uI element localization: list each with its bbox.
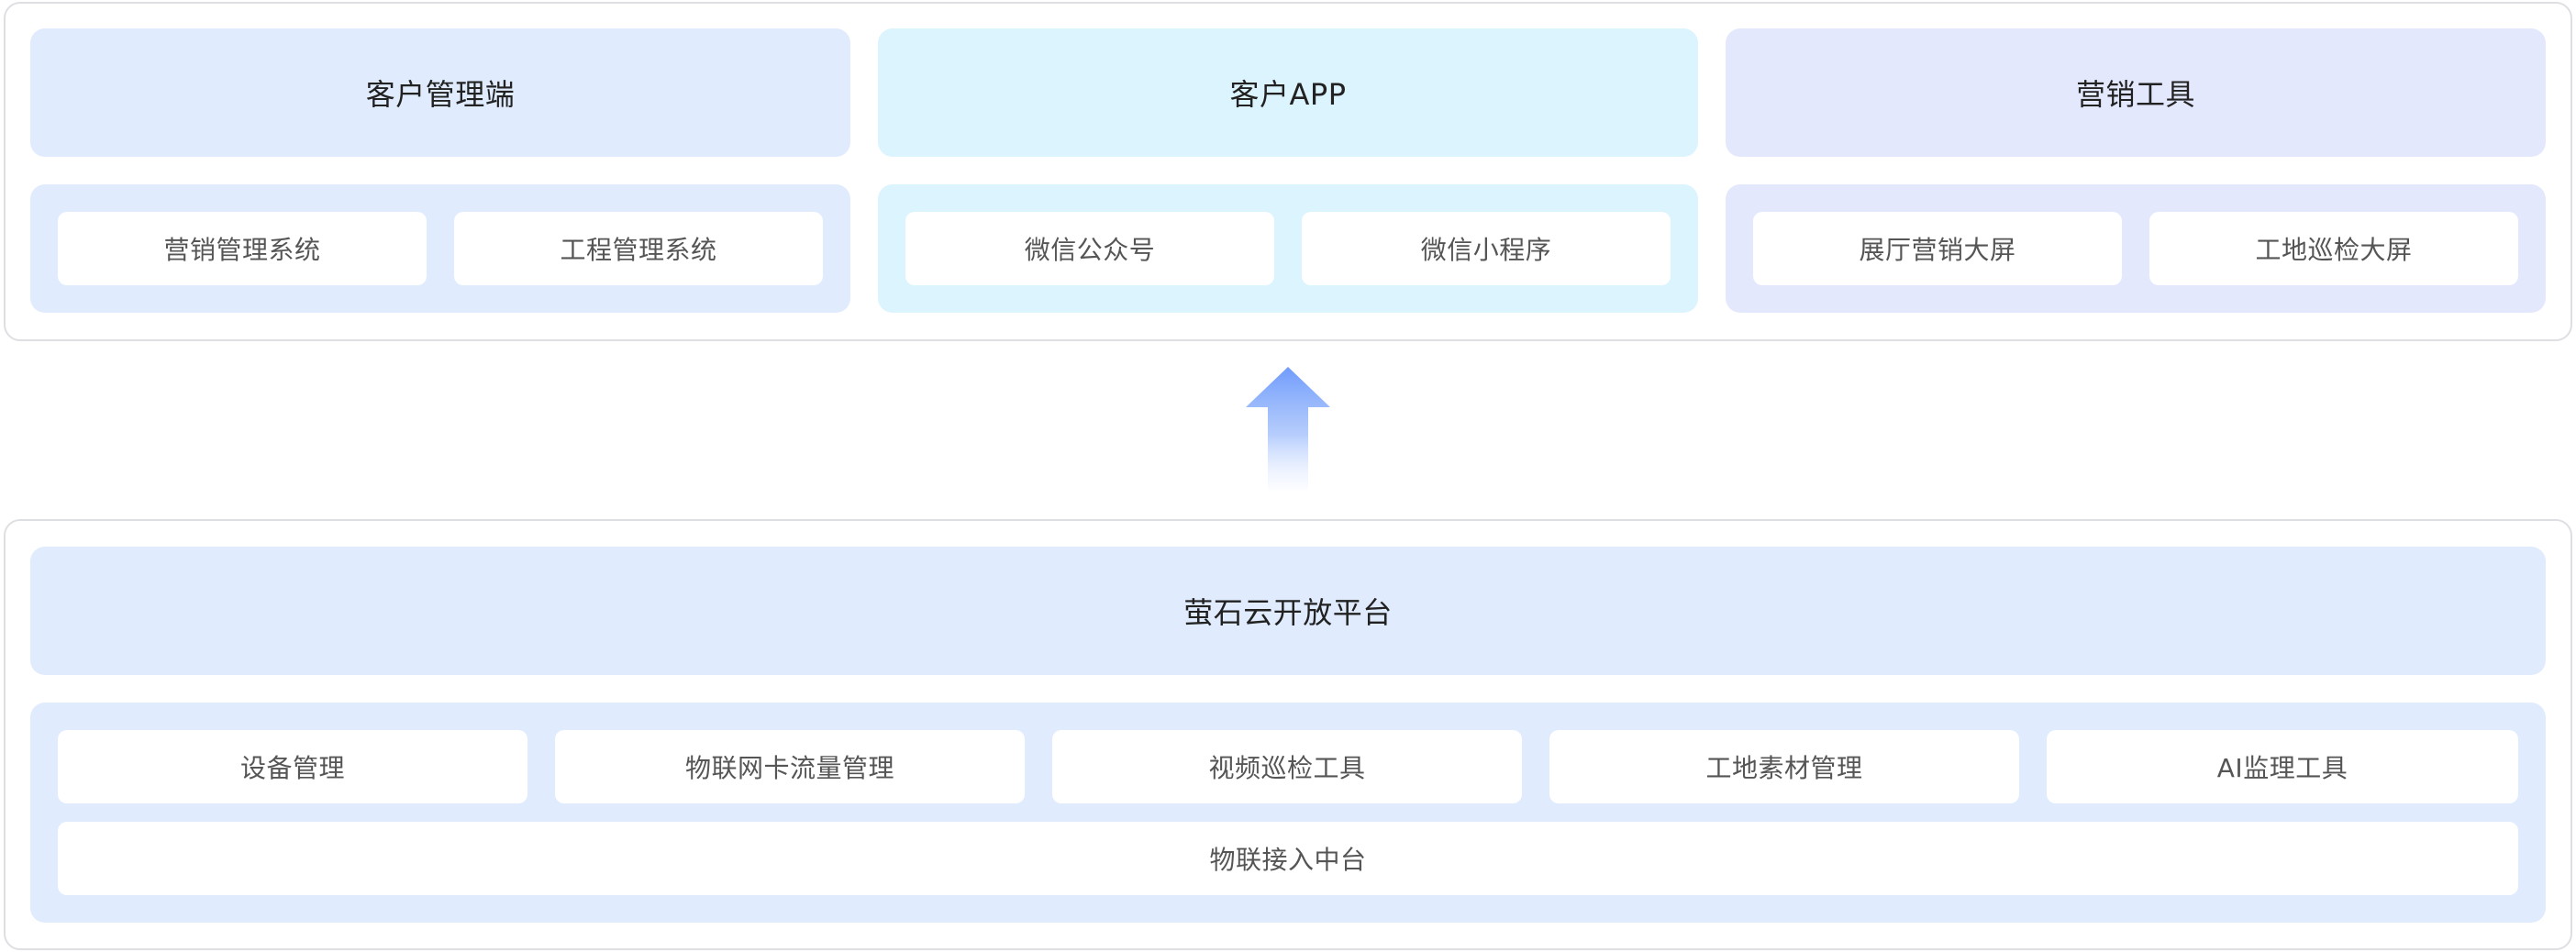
wechat-official-account-card: 微信公众号 bbox=[905, 212, 1274, 285]
site-material-management-card: 工地素材管理 bbox=[1549, 730, 2019, 803]
card-label: 展厅营销大屏 bbox=[1859, 235, 2016, 265]
up-arrow-icon bbox=[1246, 367, 1330, 490]
site-inspection-screen-card: 工地巡检大屏 bbox=[2149, 212, 2518, 285]
wechat-mini-program-card: 微信小程序 bbox=[1302, 212, 1671, 285]
card-label: 工地巡检大屏 bbox=[2255, 235, 2413, 265]
marketing-tools-header: 营销工具 bbox=[1726, 28, 2546, 157]
video-inspection-tool-card: 视频巡检工具 bbox=[1052, 730, 1522, 803]
card-label: 营销管理系统 bbox=[163, 235, 321, 265]
device-management-card: 设备管理 bbox=[58, 730, 527, 803]
iot-access-middle-platform-card: 物联接入中台 bbox=[58, 822, 2518, 895]
ai-supervision-tool-card: AI监理工具 bbox=[2047, 730, 2518, 803]
card-label: 设备管理 bbox=[239, 753, 345, 783]
card-label: 工地素材管理 bbox=[1705, 753, 1863, 783]
iot-card-traffic-management-card: 物联网卡流量管理 bbox=[555, 730, 1025, 803]
client-app-title: 客户APP bbox=[1229, 77, 1347, 112]
client-app-header: 客户APP bbox=[878, 28, 1698, 157]
card-label: 视频巡检工具 bbox=[1208, 753, 1366, 783]
card-label: 微信小程序 bbox=[1420, 235, 1552, 265]
platform-header: 萤石云开放平台 bbox=[30, 547, 2546, 675]
client-management-header: 客户管理端 bbox=[30, 28, 850, 157]
card-label: 物联接入中台 bbox=[1209, 845, 1367, 875]
marketing-tools-title: 营销工具 bbox=[2075, 77, 2195, 112]
card-label: 物联网卡流量管理 bbox=[684, 753, 894, 783]
project-management-system-card: 工程管理系统 bbox=[454, 212, 823, 285]
card-label: 工程管理系统 bbox=[560, 235, 717, 265]
showroom-marketing-screen-card: 展厅营销大屏 bbox=[1753, 212, 2122, 285]
platform-title: 萤石云开放平台 bbox=[1183, 595, 1393, 630]
client-management-title: 客户管理端 bbox=[365, 77, 516, 112]
marketing-management-system-card: 营销管理系统 bbox=[58, 212, 427, 285]
card-label: AI监理工具 bbox=[2216, 753, 2348, 783]
card-label: 微信公众号 bbox=[1024, 235, 1156, 265]
